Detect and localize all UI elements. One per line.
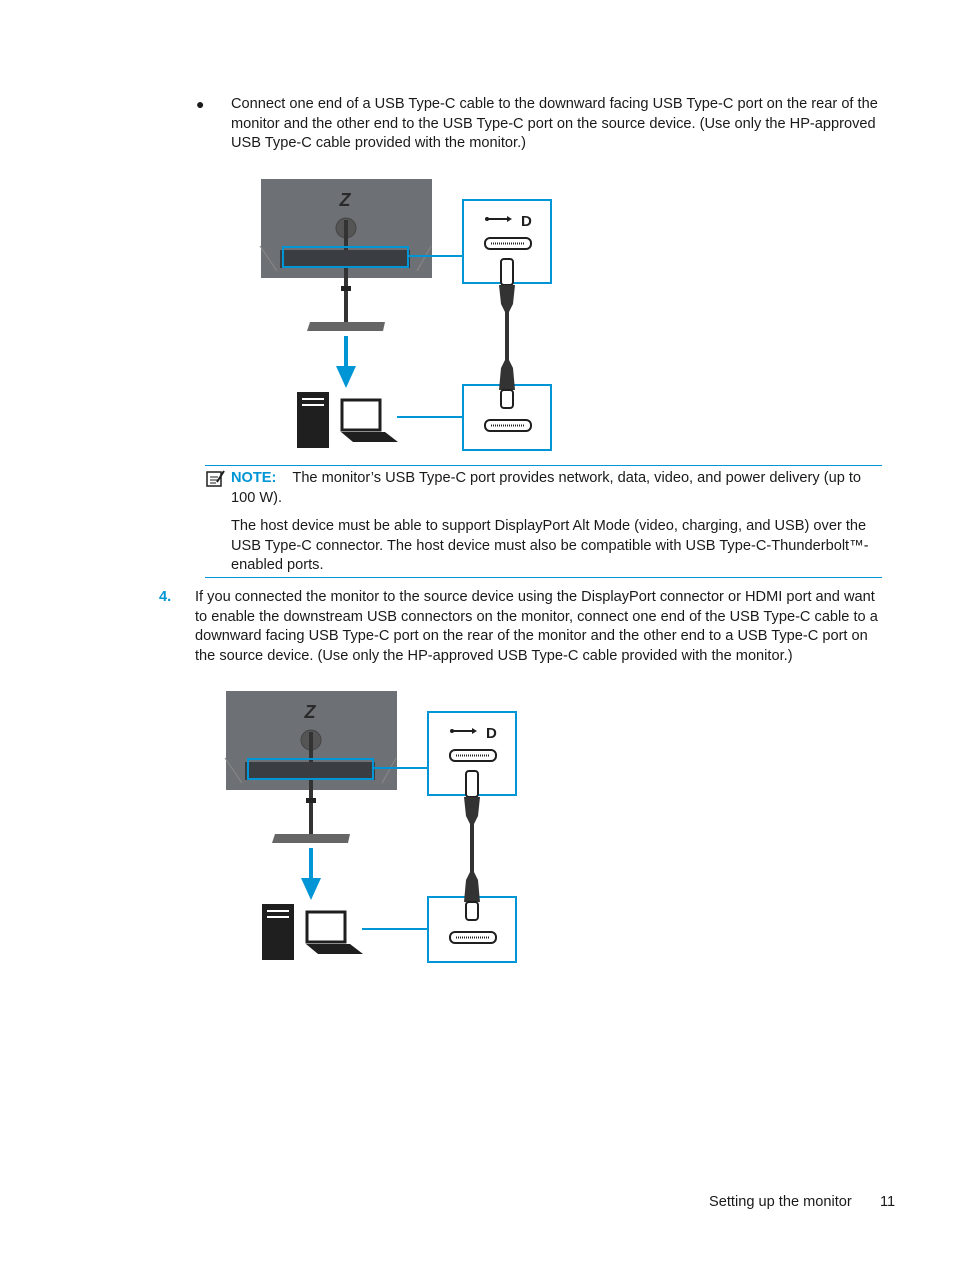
monitor-logo: Z [304, 702, 317, 722]
step-text: If you connected the monitor to the sour… [195, 589, 878, 664]
displayport-icon: D [521, 213, 532, 230]
note-top-rule [205, 465, 882, 466]
laptop-icon [340, 398, 398, 442]
note-text-1: The monitor’s USB Type-C port provides n… [231, 470, 862, 506]
step-number: 4. [159, 589, 172, 605]
desktop-tower-icon [262, 904, 294, 960]
footer-page-number: 11 [880, 1194, 896, 1210]
note-bottom-rule [205, 577, 882, 578]
usb-icon [450, 728, 477, 734]
usb-icon [485, 216, 512, 222]
desktop-tower-icon [297, 392, 329, 448]
monitor-rear-illustration: Z [224, 691, 397, 843]
usb-c-cable-illustration [464, 770, 480, 921]
connection-diagram-1: Z D [259, 179, 552, 451]
monitor-logo: Z [339, 190, 352, 210]
bullet-text: Connect one end of a USB Type-C cable to… [231, 96, 878, 151]
note-paragraph-1: NOTE:The monitor’s USB Type-C port provi… [231, 469, 881, 508]
note-label: NOTE: [231, 470, 277, 486]
note-icon [206, 470, 225, 487]
usb-c-cable-illustration [499, 258, 515, 409]
laptop-icon [305, 910, 363, 954]
bullet-marker: ● [196, 96, 205, 112]
connection-diagram-2: Z D [224, 691, 517, 963]
arrow-down-icon [301, 848, 321, 900]
footer-section-title: Setting up the monitor [709, 1194, 852, 1210]
displayport-icon: D [486, 725, 497, 742]
arrow-down-icon [336, 336, 356, 388]
note-paragraph-2: The host device must be able to support … [231, 518, 869, 573]
monitor-rear-illustration: Z [259, 179, 432, 331]
